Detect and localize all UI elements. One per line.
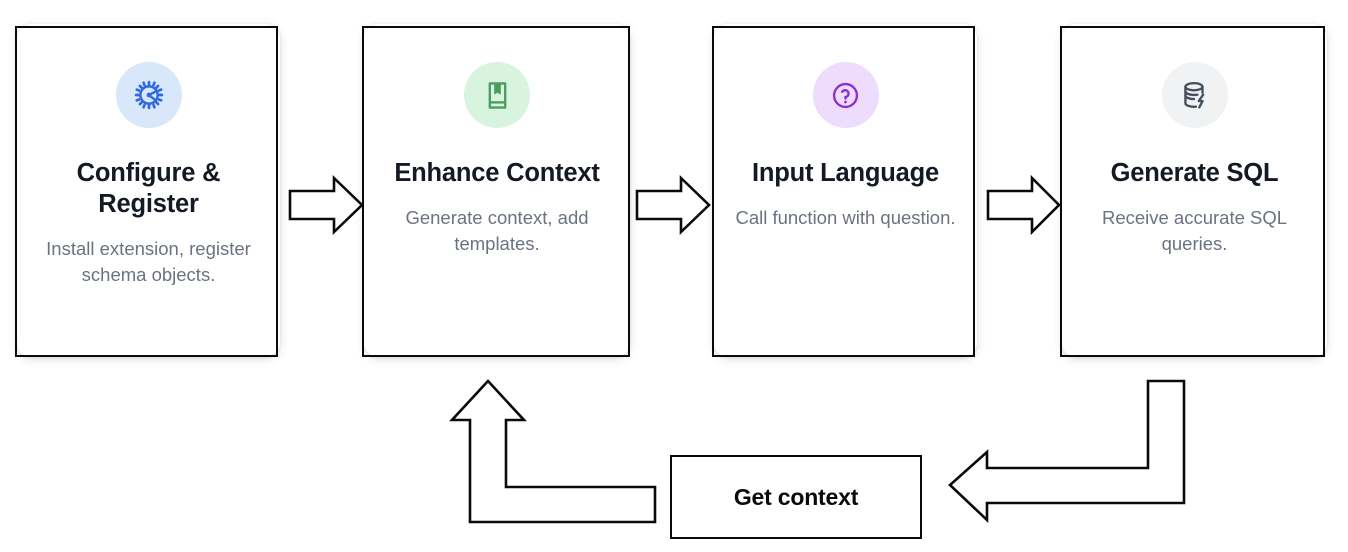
arrow-feedback-up: [449, 379, 657, 524]
gear-icon: [134, 80, 163, 110]
step-card-generate-sql[interactable]: Generate SQL Receive accurate SQL querie…: [1062, 24, 1327, 357]
gear-icon-badge: [115, 62, 182, 128]
step-card-input-language[interactable]: Input Language Call function with questi…: [714, 24, 977, 357]
step-card-enhance-context[interactable]: Enhance Context Generate context, add te…: [364, 24, 630, 357]
database-bolt-icon-badge: [1161, 62, 1228, 128]
get-context-box[interactable]: Get context: [670, 455, 922, 539]
database-bolt-icon: [1184, 81, 1205, 108]
arrow-step1-step2: [288, 174, 364, 236]
arrow-step2-step3: [635, 174, 711, 236]
step-description: Call function with question.: [735, 207, 956, 229]
step-description: Receive accurate SQL queries.: [1101, 207, 1288, 255]
step-title: Enhance Context: [394, 159, 600, 187]
step-description: Generate context, add templates.: [405, 207, 589, 255]
get-context-label: Get context: [733, 483, 859, 510]
step-card-configure-register[interactable]: Configure & Register Install extension, …: [17, 24, 280, 357]
book-bookmark-icon: [488, 81, 506, 109]
arrow-feedback-left: [948, 379, 1186, 524]
step-title: Configure & Register: [76, 159, 221, 219]
book-bookmark-icon-badge: [464, 62, 530, 128]
arrow-step3-step4: [986, 174, 1061, 236]
step-title: Generate SQL: [1110, 159, 1279, 187]
step-title: Input Language: [751, 159, 940, 187]
step-description: Install extension, register schema objec…: [46, 238, 251, 286]
question-circle-icon: [832, 82, 859, 108]
question-circle-icon-badge: [812, 62, 879, 128]
